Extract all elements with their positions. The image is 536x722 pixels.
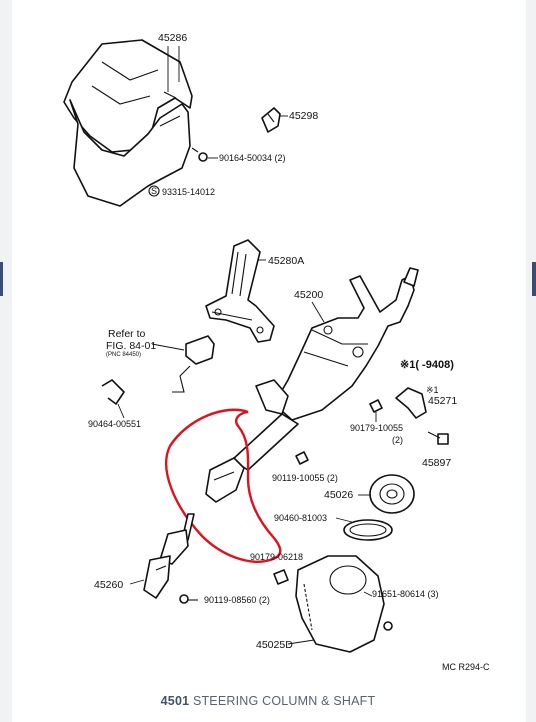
tilt-bracket-45280a[interactable] [205,239,275,343]
label-90119a: 90119-10055 (2) [272,473,338,483]
label-range-note: ※1( -9408) [400,359,454,371]
label-90179a: 90179-10055 [350,423,403,433]
leader-refer [151,343,185,351]
viewer-left-edge [0,0,12,722]
nut-90179-10055[interactable] [369,399,383,413]
lever-45271[interactable] [395,387,427,419]
label-45280a: 45280A [268,255,304,267]
leader-90464 [117,403,125,419]
red-circle-annotation [165,408,282,563]
boot-45025d[interactable] [295,555,385,653]
label-45026: 45026 [324,489,353,501]
bolt-90119-08560[interactable] [179,594,198,604]
label-90179b: 90179-06218 [250,552,303,562]
label-45271: 45271 [428,395,457,407]
label-90179a-qty: (2) [392,435,403,445]
label-refer-pnc: (PNC 84450) [106,352,141,358]
bolt-45897[interactable] [427,431,449,445]
caption-number: 4501 [160,694,190,708]
clamp-90464[interactable] [101,379,125,405]
steering-column-45200[interactable] [255,267,419,421]
label-93315-mark: S [151,186,157,196]
label-45260: 45260 [94,579,123,591]
leader-45200 [311,301,325,323]
wire-connector[interactable] [172,335,215,393]
label-45286: 45286 [158,32,187,44]
label-refer-to: Refer to [108,328,146,340]
clip-45298[interactable] [261,107,281,133]
label-90119b: 90119-08560 (2) [204,595,270,605]
label-ref-code: MC R294-C [442,662,490,672]
clamp-90460[interactable] [343,519,393,541]
column-cover-45286[interactable] [63,39,193,207]
screw-90164[interactable] [191,147,208,162]
diagram-page: 45286 45298 90164-50034 (2) S 93315-1401… [12,0,526,690]
label-45298: 45298 [289,110,318,122]
intermediate-shaft[interactable] [205,413,299,503]
label-91651: 91651-80614 (3) [372,589,439,599]
label-90464: 90464-00551 [88,419,141,429]
cover-45026[interactable] [369,474,415,514]
bolt-91651[interactable] [383,621,393,631]
label-90460: 90460-81003 [274,513,327,523]
viewer-right-edge [526,0,536,722]
viewer-right-tab[interactable] [532,262,536,296]
leader-90460 [335,517,353,523]
label-45025d: 45025D [256,639,293,651]
parts-diagram: 45286 45298 90164-50034 (2) S 93315-1401… [63,32,490,672]
label-45271-mark: ※1 [426,385,439,395]
leader-45260 [129,579,145,585]
label-45200: 45200 [294,289,323,301]
label-93315: 93315-14012 [162,187,215,197]
label-90164: 90164-50034 (2) [219,153,286,163]
viewer-left-tab[interactable] [0,262,3,296]
bolt-90119-10055[interactable] [295,451,309,465]
nut-90179-06218[interactable] [273,569,289,585]
leader-45025d [287,639,315,645]
figure-caption: 4501 STEERING COLUMN & SHAFT [0,694,536,718]
leader-91651 [363,591,373,597]
screw-mark-93315 [148,185,160,197]
label-45897: 45897 [422,457,451,469]
shaft-joint-45260[interactable] [143,513,195,599]
caption-title: STEERING COLUMN & SHAFT [192,694,376,708]
label-refer-fig: FIG. 84-01 [106,340,156,352]
